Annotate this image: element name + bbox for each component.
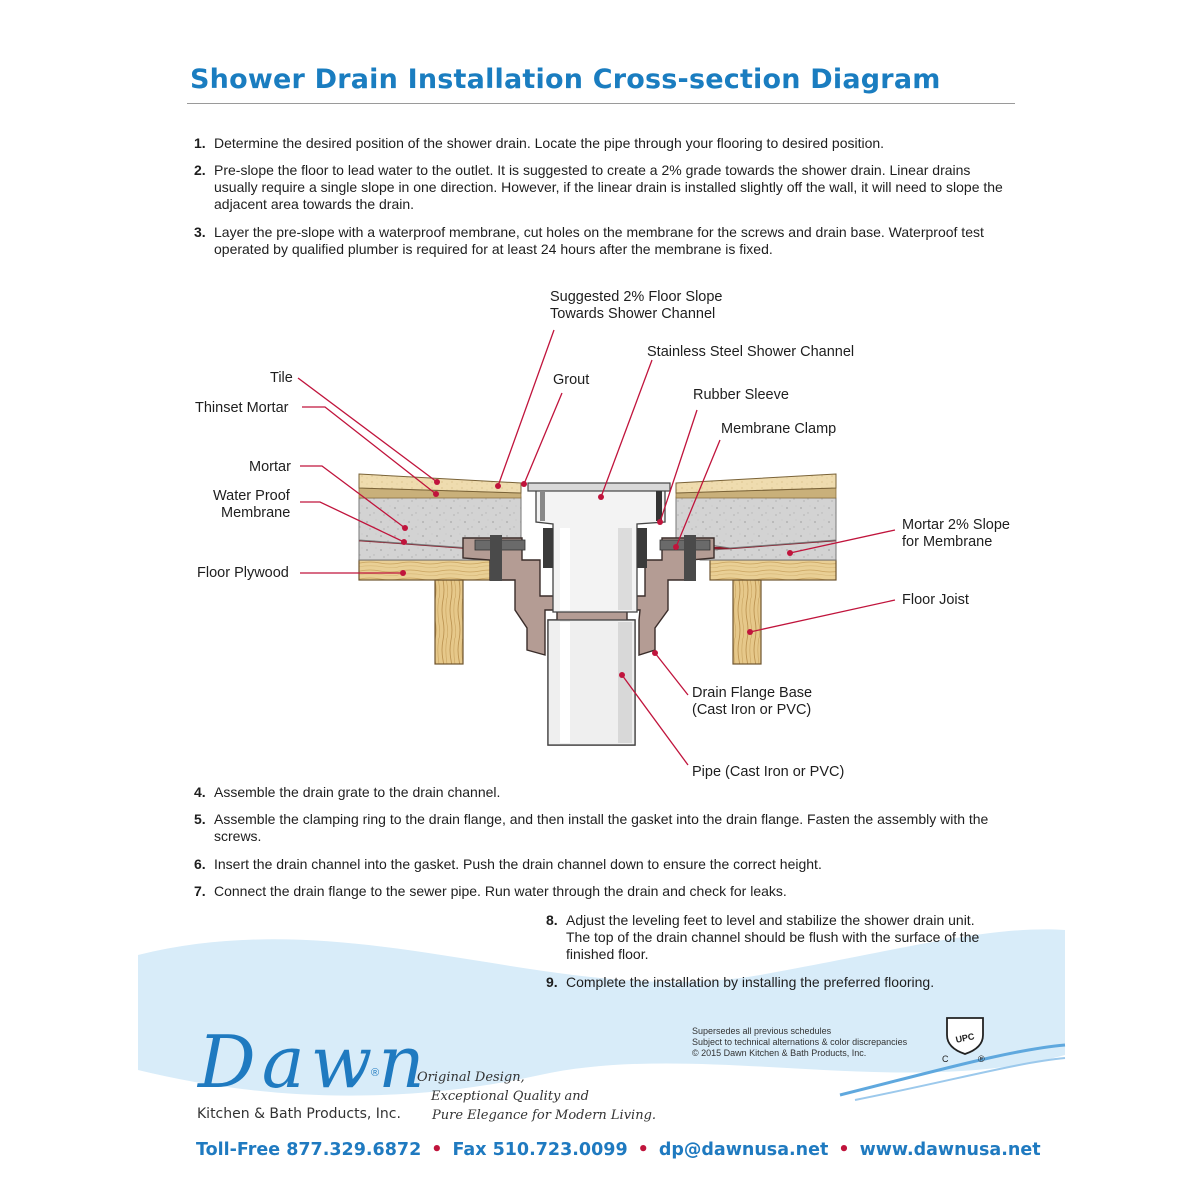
step-4: 4. Assemble the drain grate to the drain… [194,784,1004,801]
label-waterproof-membrane: Water Proof [213,488,291,504]
step-number: 2. [194,162,206,178]
svg-text:C: C [942,1054,949,1064]
label-floor-slope: Suggested 2% Floor Slope [550,289,723,305]
upc-certification-icon: UPC C ® [942,1017,985,1064]
label-rubber-sleeve: Rubber Sleeve [693,387,789,403]
step-8: 8. Adjust the leveling feet to level and… [546,912,1001,963]
fax-number: Fax 510.723.0099 [452,1140,628,1160]
title-divider [187,103,1015,104]
separator-dot: • [637,1140,649,1160]
step-1: 1. Determine the desired position of the… [194,135,1004,152]
step-number: 7. [194,883,206,899]
separator-dot: • [431,1140,443,1160]
step-text: Adjust the leveling feet to level and st… [566,912,980,962]
label-drain-flange: Drain Flange Base [692,685,812,701]
dawn-logo: Dawn [198,1020,431,1104]
label-thinset-mortar: Thinset Mortar [195,400,289,416]
step-9: 9. Complete the installation by installi… [546,974,1001,991]
label-floor-plywood: Floor Plywood [197,565,289,581]
step-number: 8. [546,912,558,928]
tagline-line-2: Exceptional Quality and [431,1089,589,1104]
step-5: 5. Assemble the clamping ring to the dra… [194,811,1004,845]
contact-bar: Toll-Free 877.329.6872 • Fax 510.723.0099 •… [196,1140,1041,1160]
page-title: Shower Drain Installation Cross-section … [190,64,941,95]
step-number: 1. [194,135,206,151]
footer-wave-line [839,1043,1066,1097]
step-number: 9. [546,974,558,990]
legal-notice: Supersedes all previous schedules Subjec… [692,1026,907,1059]
tagline-line-3: Pure Elegance for Modern Living. [432,1108,657,1123]
tagline-line-1: Original Design, [417,1070,525,1085]
label-membrane-clamp: Membrane Clamp [721,421,836,437]
label-mortar-slope: Mortar 2% Slope [902,517,1010,533]
legal-line: © 2015 Dawn Kitchen & Bath Products, Inc… [692,1048,867,1058]
legal-line: Subject to technical alternations & colo… [692,1037,908,1047]
step-text: Pre-slope the floor to lead water to the… [214,162,1003,212]
step-number: 6. [194,856,206,872]
step-6: 6. Insert the drain channel into the gas… [194,856,1004,873]
step-text: Determine the desired position of the sh… [214,135,885,151]
label-drain-flange: (Cast Iron or PVC) [692,702,811,718]
label-mortar-slope: for Membrane [902,534,992,550]
label-mortar: Mortar [249,459,291,475]
step-text: Layer the pre-slope with a waterproof me… [214,224,984,257]
step-text: Connect the drain flange to the sewer pi… [214,883,787,899]
footer-wave-line [854,1057,1066,1101]
company-name: Kitchen & Bath Products, Inc. [197,1106,401,1122]
label-tile: Tile [270,370,293,386]
registered-mark: ® [371,1067,380,1079]
label-grout: Grout [553,372,589,388]
step-7: 7. Connect the drain flange to the sewer… [194,883,1004,900]
label-pipe: Pipe (Cast Iron or PVC) [692,764,844,780]
toll-free-number: Toll-Free 877.329.6872 [196,1140,422,1160]
step-number: 3. [194,224,206,240]
step-2: 2. Pre-slope the floor to lead water to … [194,162,1004,213]
label-floor-joist: Floor Joist [902,592,969,608]
step-text: Insert the drain channel into the gasket… [214,856,822,872]
label-floor-slope: Towards Shower Channel [550,306,715,322]
step-3: 3. Layer the pre-slope with a waterproof… [194,224,1004,258]
website-link[interactable]: www.dawnusa.net [859,1140,1041,1160]
svg-text:UPC: UPC [955,1031,976,1045]
legal-line: Supersedes all previous schedules [692,1026,832,1036]
email-link[interactable]: dp@dawnusa.net [658,1140,829,1160]
step-text: Assemble the clamping ring to the drain … [214,811,989,844]
label-shower-channel: Stainless Steel Shower Channel [647,344,854,360]
step-number: 5. [194,811,206,827]
svg-text:®: ® [978,1054,985,1064]
step-text: Assemble the drain grate to the drain ch… [214,784,501,800]
footer-wave [138,929,1065,1096]
step-text: Complete the installation by installing … [566,974,935,990]
separator-dot: • [838,1140,850,1160]
label-waterproof-membrane: Membrane [221,505,290,521]
step-number: 4. [194,784,206,800]
